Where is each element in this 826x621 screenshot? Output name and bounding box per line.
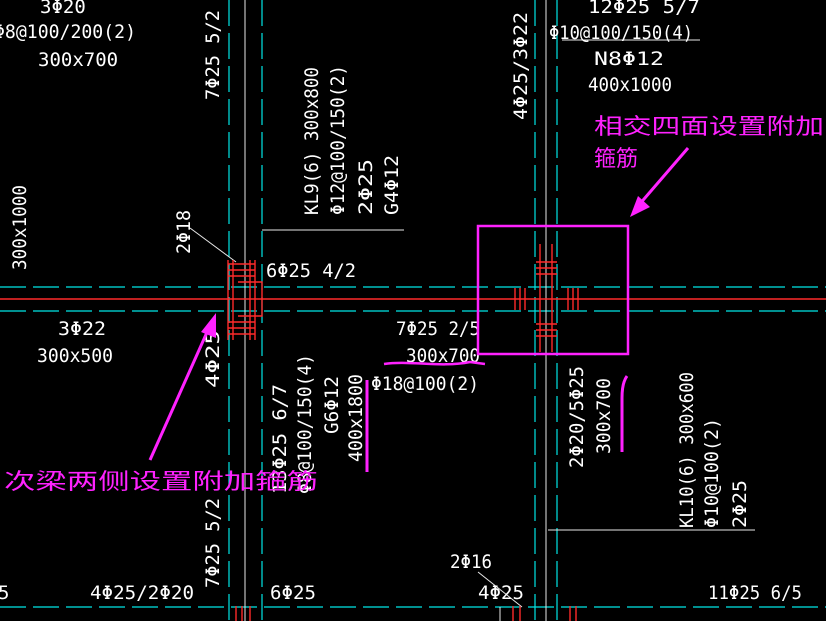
label-two18: 2Φ18: [173, 210, 195, 254]
label-beam3-1: 13Φ25 6/7: [269, 384, 291, 494]
left-callout-arrowhead: [201, 313, 216, 338]
annotation-right-line2: 箍筋: [594, 147, 638, 172]
label-tl-2: Φ8@100/200(2): [0, 21, 136, 43]
label-col1-top: 7Φ25 5/2: [202, 10, 224, 100]
label-mid-3: Φ18@100(2): [371, 373, 479, 395]
tick-mark-beam4: [620, 375, 629, 452]
label-kl9-1: KL9(6) 300x800: [301, 67, 323, 215]
label-tl-1: 3Φ20: [40, 0, 86, 18]
label-kl10-2: Φ10@100(2): [701, 418, 723, 528]
label-col1-mid: 4Φ25: [202, 330, 224, 388]
label-bot-1: 4Φ25/2Φ20: [90, 582, 194, 604]
annotations: 相交四面设置附加 箍筋 次梁两侧设置附加箍筋: [4, 115, 824, 495]
label-beam3-4: 400x1800: [345, 374, 367, 462]
label-kl9-3: 2Φ25: [355, 159, 377, 215]
label-tr-3: N8Φ12: [594, 48, 664, 70]
bottom-rebar-marks: [235, 606, 577, 621]
underline-mark-mid: [383, 360, 486, 366]
label-kl10-3: 2Φ25: [729, 480, 751, 528]
label-left-mid-2: 300x500: [37, 345, 113, 367]
two18-leader: [189, 227, 237, 263]
label-beam3-2: Φ8@100/150(4): [294, 354, 316, 494]
label-col1-bottom: 7Φ25 5/2: [202, 498, 224, 588]
intersection-highlight-box: [476, 224, 630, 356]
label-bot-4: 4Φ25: [478, 582, 524, 604]
left-joint-rebar: [0, 260, 826, 340]
label-bot-left-edge: 5: [0, 582, 9, 604]
label-kl9-4: G4Φ12: [381, 155, 403, 215]
label-beam4-1: 2Φ20/5Φ25: [566, 366, 588, 468]
right-callout-arrow-shaft: [636, 147, 690, 207]
label-col2-top: 4Φ25/3Φ22: [510, 12, 532, 120]
label-kl10-1: KL10(6) 300x600: [676, 372, 698, 528]
label-beam3-3: G6Φ12: [321, 376, 343, 434]
label-six25-top: 6Φ25 4/2: [266, 260, 356, 282]
label-tr-1: 12Φ25 5/7: [588, 0, 700, 18]
label-mid-1: 7Φ25 2/5: [396, 318, 480, 340]
right-joint-rebar: [514, 244, 579, 352]
label-tr-4: 400x1000: [588, 74, 672, 96]
label-bot-5: 11Φ25 6/5: [708, 582, 802, 604]
left-callout-arrow-shaft: [148, 329, 210, 461]
label-left-mid-1: 3Φ22: [58, 318, 106, 340]
label-left-side: 300x1000: [9, 185, 31, 270]
label-mid-2: 300x700: [406, 345, 480, 367]
label-tl-3: 300x700: [38, 49, 118, 71]
label-kl9-2: Φ12@100/150(2): [327, 65, 349, 215]
label-tr-2: Φ10@100/150(4): [549, 22, 693, 44]
label-beam4-2: 300x700: [593, 378, 615, 454]
label-bot-2: 6Φ25: [270, 582, 316, 604]
annotation-right-line1: 相交四面设置附加: [594, 115, 824, 140]
two16-leader: [477, 571, 523, 608]
right-callout-arrowhead: [630, 196, 650, 217]
drawing-labels: 3Φ20 Φ8@100/200(2) 300x700 7Φ25 5/2 300x…: [0, 0, 802, 604]
annotation-left: 次梁两侧设置附加箍筋: [4, 470, 318, 495]
label-bot-3: 2Φ16: [450, 551, 492, 573]
